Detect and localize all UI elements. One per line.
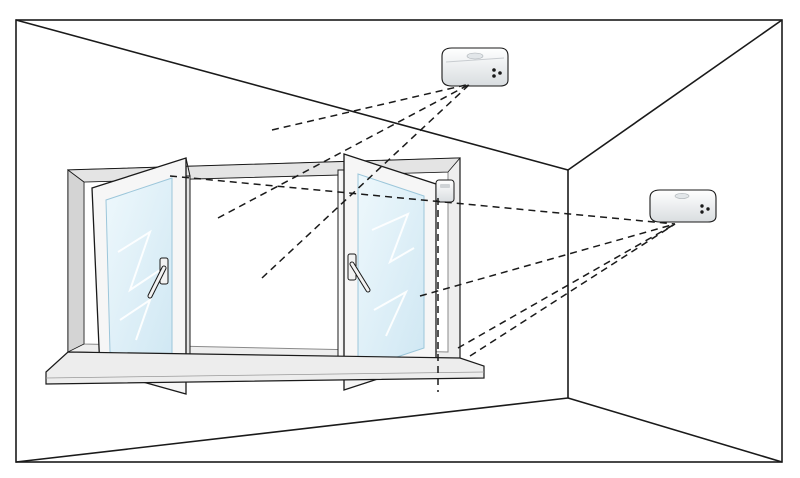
room-frame xyxy=(15,19,783,463)
ceiling-motion-sensor xyxy=(441,47,509,87)
beam-ceiling-1 xyxy=(271,83,471,131)
detection-beams xyxy=(169,83,676,392)
right-window-handle-icon xyxy=(347,253,371,293)
motion-sensor-icon xyxy=(441,47,509,87)
ceiling-edge-right xyxy=(567,19,783,171)
floor-edge-left xyxy=(15,397,569,463)
window-frame-shade-left xyxy=(67,169,85,353)
ceiling-edge-left xyxy=(15,19,569,171)
wall-motion-sensor xyxy=(649,189,717,223)
beam-wall-1 xyxy=(419,223,676,297)
left-window-handle-icon xyxy=(147,257,169,299)
beam-window-top xyxy=(169,175,676,225)
beam-wall-2 xyxy=(457,223,676,349)
right-window-sash xyxy=(343,153,437,391)
beam-wall-3 xyxy=(469,223,676,357)
left-window-sash xyxy=(91,157,191,395)
casement-window-open xyxy=(45,153,485,395)
room-outline xyxy=(15,19,783,463)
window-sill xyxy=(45,351,485,385)
floor-edge-right xyxy=(567,397,783,463)
motion-sensor-icon xyxy=(649,189,717,223)
